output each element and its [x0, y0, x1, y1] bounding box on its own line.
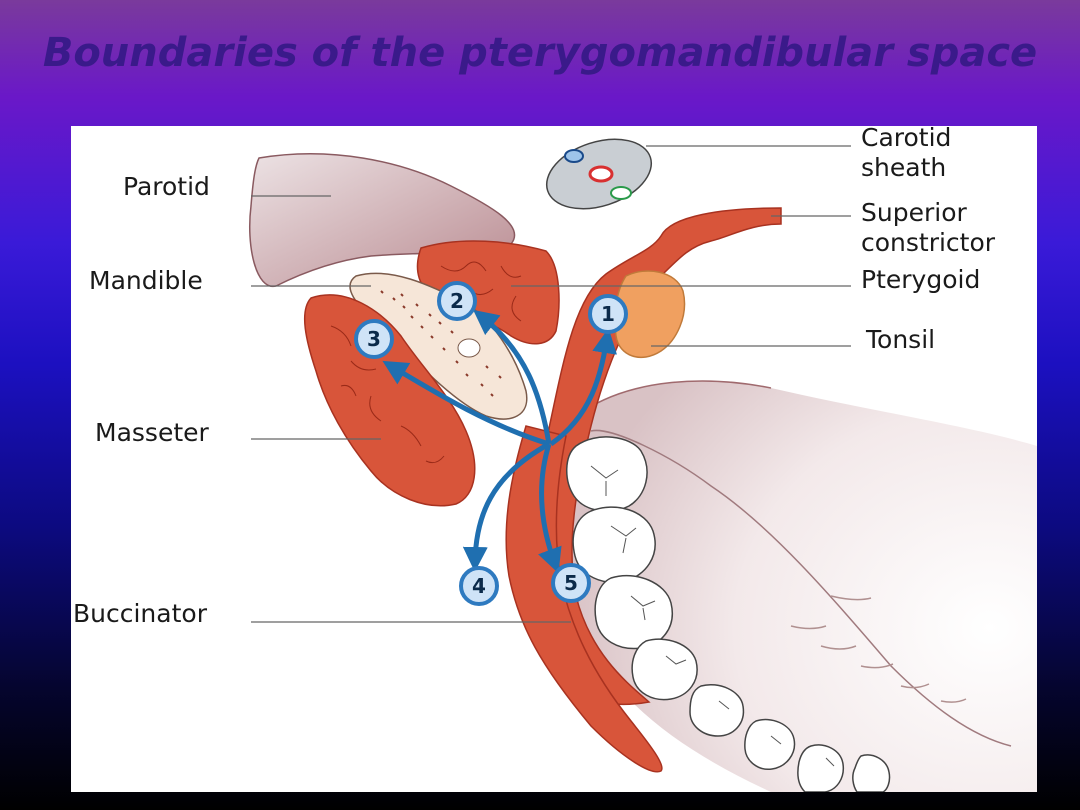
arrow-5: [538, 443, 562, 574]
marker-1: 1: [588, 294, 628, 334]
teeth-fissures: [590, 465, 835, 767]
parotid: [248, 153, 516, 287]
label-carotid-line2: sheath: [861, 153, 946, 182]
tooth-3: [594, 574, 673, 650]
anatomy-diagram: 1 2 3 4 5 Parotid Mandible Masseter Bucc…: [73, 126, 1037, 792]
tooth-8: [852, 754, 891, 792]
leader-lines: [251, 145, 851, 623]
marker-1-label: 1: [601, 302, 615, 326]
label-tonsil: Tonsil: [865, 325, 935, 354]
mandible-dots: [380, 290, 502, 397]
label-parotid: Parotid: [123, 172, 210, 201]
anatomy-figure: 1 2 3 4 5 Parotid Mandible Masseter Bucc…: [71, 126, 1037, 792]
tooth-6: [744, 718, 796, 770]
arrow-2: [473, 309, 552, 445]
masseter: [303, 294, 476, 507]
label-superior-line1: Superior: [861, 198, 967, 227]
marker-2-label: 2: [450, 289, 464, 313]
tooth-7: [797, 744, 845, 792]
label-carotid-line1: Carotid: [861, 126, 951, 152]
marker-2: 2: [437, 281, 477, 321]
marker-4-label: 4: [472, 574, 486, 598]
marker-3-label: 3: [367, 327, 381, 351]
arrow-3: [382, 360, 550, 447]
pterygoid-texture: [440, 261, 522, 322]
buccal-lines: [790, 595, 967, 703]
mandibular-canal: [457, 338, 481, 358]
marker-3: 3: [354, 319, 394, 359]
marker-5-label: 5: [564, 571, 578, 595]
tooth-5: [689, 684, 745, 737]
arrow-4: [462, 441, 551, 572]
tooth-1: [566, 436, 648, 512]
arrow-1: [549, 328, 618, 447]
arrows: [382, 309, 618, 574]
label-buccinator: Buccinator: [73, 599, 208, 628]
slide-title: Boundaries of the pterygomandibular spac…: [42, 30, 1038, 76]
teeth: [566, 436, 891, 792]
label-superior-line2: constrictor: [861, 228, 996, 257]
gum-line: [590, 429, 1012, 747]
masseter-texture: [330, 325, 445, 464]
carotid-sheath: [545, 138, 653, 210]
label-masseter: Masseter: [95, 418, 210, 447]
marker-5: 5: [551, 563, 591, 603]
label-pterygoid: Pterygoid: [861, 265, 980, 294]
label-mandible: Mandible: [89, 266, 203, 295]
tooth-4: [631, 638, 698, 701]
marker-4: 4: [459, 566, 499, 606]
